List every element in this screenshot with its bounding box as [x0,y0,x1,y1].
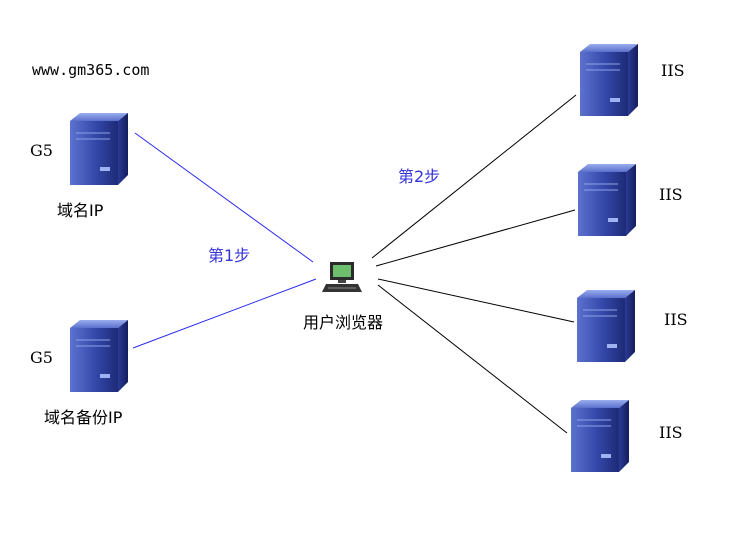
iis-label-3: IIS [664,310,688,329]
step1-line-top [134,132,314,263]
step2-label: 第2步 [398,167,441,186]
step2-line-3 [377,278,575,323]
server-iis-4 [570,399,630,473]
left-server-1-caption: 域名IP [57,201,104,220]
website-label: www.gm365.com [32,61,150,79]
server-g5-backup-ip [69,319,129,393]
left-server-1-model: G5 [30,141,53,160]
iis-label-2: IIS [659,185,683,204]
step2-line-2 [375,209,576,267]
connection-lines [132,94,577,434]
server-iis-3 [576,289,636,363]
server-iis-1 [579,43,639,117]
iis-label-4: IIS [659,423,683,442]
server-g5-domain-ip [69,112,129,186]
server-iis-2 [577,163,637,237]
step2-line-4 [377,284,568,434]
step1-line-bottom [132,278,317,349]
left-server-2-caption: 域名备份IP [44,408,123,427]
computer-icon [321,261,363,293]
step1-label: 第1步 [208,246,251,265]
step2-line-1 [371,94,577,259]
iis-label-1: IIS [661,61,685,80]
left-server-2-model: G5 [30,348,53,367]
client-caption: 用户浏览器 [303,313,384,332]
